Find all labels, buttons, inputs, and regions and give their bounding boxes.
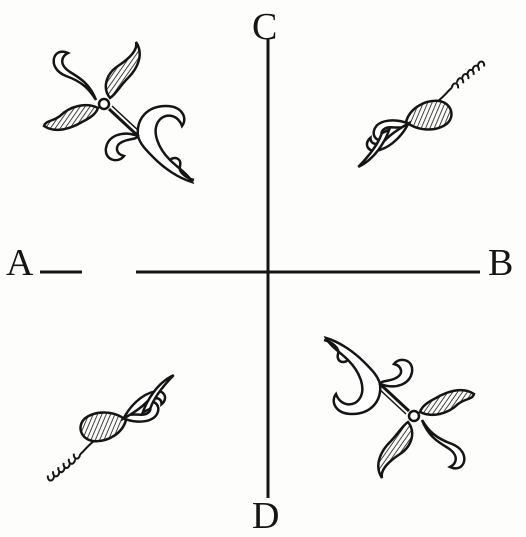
label-right: B: [488, 244, 513, 282]
label-bottom: D: [252, 497, 279, 535]
label-top: C: [252, 8, 277, 46]
label-left: A: [6, 244, 33, 282]
fleur-ornament-bottom-left: [32, 375, 189, 481]
fleur-ornament-top-right: [342, 61, 499, 167]
fleur-ornament-top-left: [44, 42, 194, 182]
fleur-ornament-bottom-right: [324, 338, 474, 478]
